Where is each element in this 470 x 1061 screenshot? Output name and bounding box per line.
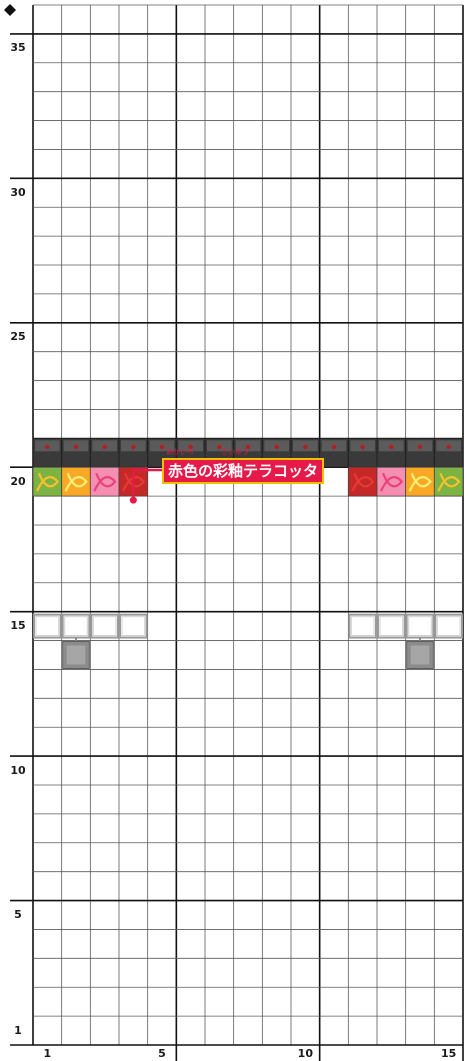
terracotta-swirl-icon <box>351 472 375 492</box>
y-axis-label: 5 <box>14 908 22 921</box>
item-frame <box>90 613 120 639</box>
observer-eye-icon <box>446 444 451 450</box>
x-axis-label: 5 <box>158 1047 166 1060</box>
item-frame-inner <box>379 616 404 637</box>
observer-eye-icon <box>245 444 251 450</box>
x-axis-label: 1 <box>43 1047 52 1060</box>
item-frame <box>434 613 464 639</box>
terracotta-swirl-icon <box>122 472 146 492</box>
observer-eye-icon <box>303 444 308 450</box>
callout-label: 赤色の彩釉テラコッタ <box>162 458 325 484</box>
callout-dot <box>129 496 137 504</box>
observer-eye-icon <box>360 444 365 450</box>
stone-blocks <box>62 637 434 669</box>
observer-eye-icon <box>389 444 394 450</box>
x-axis-label: 10 <box>297 1047 313 1060</box>
terracotta-swirl-icon <box>380 472 404 492</box>
callout-pointer <box>129 468 162 504</box>
y-axis-label: 35 <box>10 41 26 55</box>
y-axis-label: 25 <box>10 330 26 344</box>
observer-eye-icon <box>188 444 193 450</box>
observer-eye-icon <box>131 444 136 450</box>
observer-eye-icon <box>217 444 222 450</box>
item-frame-inner <box>64 616 88 637</box>
observer-eye-icon <box>45 444 50 450</box>
item-frame-inner <box>121 616 146 637</box>
stone-block-face <box>410 645 430 665</box>
item-frame-inner <box>35 616 60 637</box>
observer-eye-icon <box>417 444 423 450</box>
item-frame <box>119 613 148 639</box>
y-axis-label: 15 <box>10 619 26 633</box>
item-frame <box>348 613 378 639</box>
callout-ruby-2: さいゆう <box>221 448 249 456</box>
y-axis-label: 1 <box>14 1023 22 1037</box>
observer-eye-icon <box>331 444 337 450</box>
item-frame-inner <box>92 616 117 637</box>
item-frame-inner <box>436 616 461 637</box>
stone-block-face <box>66 645 86 665</box>
y-axis-label: 10 <box>10 763 26 777</box>
item-frame <box>377 613 406 639</box>
observer-eye-icon <box>73 444 79 450</box>
x-axis-label: 15 <box>441 1047 457 1060</box>
y-axis-label: 20 <box>10 474 26 488</box>
callout-ruby-1: あかいろ <box>166 448 194 456</box>
terracotta-row <box>32 466 464 497</box>
y-axis-label: 30 <box>10 185 26 199</box>
terracotta-swirl-icon <box>64 472 88 492</box>
callout-ruby: あかいろ さいゆう <box>164 447 364 457</box>
terracotta-swirl-icon <box>36 472 60 492</box>
terracotta-swirl-icon <box>437 472 461 492</box>
grid-lines <box>10 4 464 1061</box>
item-frame <box>33 613 62 639</box>
observer-eye-icon <box>159 444 165 450</box>
observer-eye-icon <box>102 444 107 450</box>
item-frame-inner <box>408 616 432 637</box>
corner-marker-icon <box>4 4 16 16</box>
item-frame-inner <box>350 616 375 637</box>
terracotta-swirl-icon <box>408 472 432 492</box>
callout-line <box>132 468 162 501</box>
observer-eye-icon <box>274 444 279 450</box>
terracotta-swirl-icon <box>93 472 117 492</box>
